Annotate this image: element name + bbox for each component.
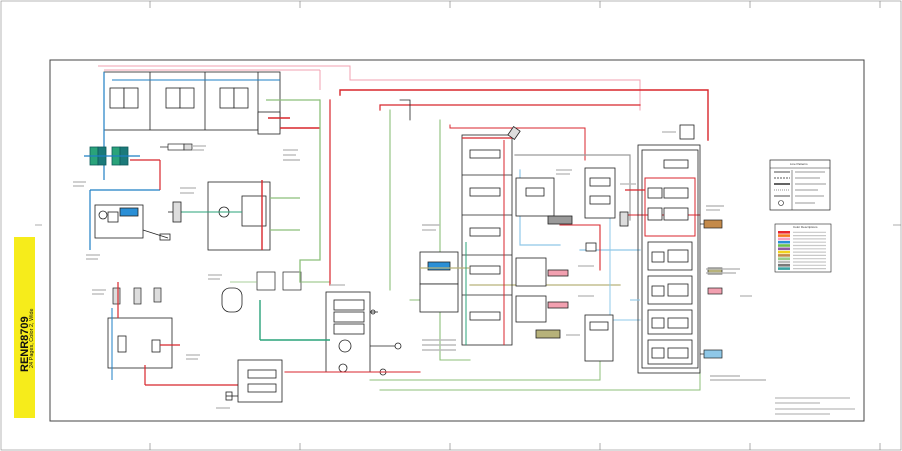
line-pattern-legend: Line Patterns [769, 159, 831, 211]
color-swatch [778, 247, 790, 251]
bottom-right-notes [775, 397, 855, 415]
color-swatch [778, 257, 790, 260]
bottom-brake-valve [225, 359, 283, 403]
doc-number: RENR8709 [19, 316, 31, 372]
left-cylinder-pair [112, 287, 162, 305]
color-description-legend: Color Descriptions [774, 223, 832, 273]
doc-subtitle: 24 Pages, Color 2, Wide [29, 308, 35, 368]
right-cylinders [700, 219, 723, 359]
component-label-stubs [73, 131, 766, 409]
top-valve-bank [98, 65, 350, 180]
zone-ticks [35, 1, 901, 450]
right-center-valves [507, 124, 695, 362]
center-valve-stack [419, 134, 513, 346]
color-swatch [778, 254, 790, 257]
left-pump-group [89, 159, 171, 250]
left-filter-pair [84, 146, 140, 166]
drawing-border [49, 59, 865, 422]
line-pattern-legend-title: Line Patterns [790, 162, 808, 166]
color-swatch [778, 240, 790, 244]
color-swatch [778, 250, 790, 254]
color-swatch [778, 267, 790, 270]
title-strip: RENR8709 24 Pages, Color 2, Wide [14, 237, 35, 418]
color-swatch [778, 234, 790, 237]
line-pattern-legend-box [769, 159, 831, 211]
middle-motor-group [168, 180, 300, 251]
hydraulic-tank [221, 287, 243, 313]
bank-label-block [160, 143, 193, 151]
color-legend-title: Color Descriptions [793, 225, 818, 229]
color-swatch [778, 264, 790, 267]
title-strip-bg [14, 237, 35, 418]
routing-lines [284, 65, 709, 391]
color-swatch [778, 231, 790, 234]
pilot-valve-pair [230, 271, 330, 291]
left-steering-block [107, 282, 240, 386]
color-swatch [778, 260, 790, 264]
color-swatch [778, 237, 790, 241]
color-swatches [778, 231, 826, 270]
main-control-valve [259, 291, 402, 376]
color-swatch [778, 244, 790, 247]
right-valve-column [625, 144, 701, 374]
